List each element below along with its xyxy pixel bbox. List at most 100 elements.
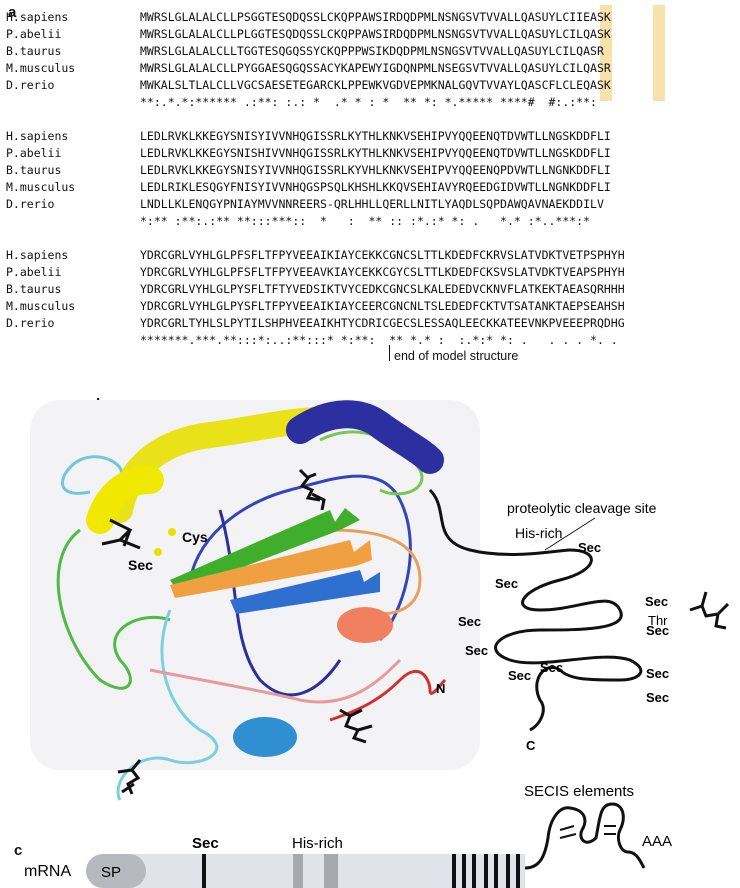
glycan-tail [689,591,730,630]
sp-label: SP [101,864,121,881]
sec-codon-cluster [484,854,488,888]
red-coil-n [329,670,447,722]
consensus-row: *:** :**:.:** **:::***:: * : ** :: :*.:*… [6,212,611,229]
green-strand [170,508,360,592]
consensus: **:.*.*:****** .:**: :.: * .* * : * ** *… [140,94,597,109]
alignment-row: P.abelii LEDLRVKLKKEGYSNISHIVVNHQGISSRLKY… [6,144,611,161]
label-tail-sec: Sec [646,690,669,705]
blue-coil [188,474,412,641]
sequence: MWRSLGLALALCLLPLGGTESQDQSSLCKQPPAWSIRDQD… [140,26,611,41]
active-site-sticks [101,518,141,550]
species-label: B.taurus [6,162,62,177]
sec-codon-cluster [494,854,498,888]
label-c-terminus: C [526,738,536,753]
label-tail-sec: Sec [465,643,488,658]
species-label: D.rerio [6,315,55,330]
species-label: H.sapiens [6,247,69,262]
sequence: MWRSLGLALALCLLPYGGAESQGQSSACYKAPEWYIGDQN… [140,60,611,75]
alignment-row: B.taurus YDRCGRLVYHLGLPYSFLTFTYVEDSIKTVYC… [6,280,625,297]
consensus-row: **:.*.*:****** .:**: :.: * .* * : * ** *… [6,93,611,110]
label-tail-sec: Sec [540,660,563,675]
his-rich-mark [324,854,338,888]
blue-helix [286,400,444,474]
green-coil [56,528,171,690]
species-label: M.musculus [6,60,76,75]
consensus-row: *******.***.**:::*:..:**:::* *:**: ** *.… [6,331,625,348]
sec-atom [154,548,162,556]
polya-label: AAA [642,833,672,850]
pink-coil [149,658,402,704]
label-n-terminus: N [436,681,445,696]
protein-structure-diagram: Cys Sec His-rich proteolytic cleavage si… [30,400,730,801]
species-label: D.rerio [6,77,55,92]
sec-codon-cluster [462,854,466,888]
label-sec: Sec [128,557,153,573]
alignment-row: H.sapiens LEDLRVKLKKEGYSNISYIVVNHQGISSRLK… [6,127,611,144]
alignment-row: H.sapiens YDRCGRLVYHLGLPFSFLTFPYVEEAIKIAY… [6,246,625,263]
label-tail-sec: Sec [495,576,518,591]
his-rich-tail [428,488,643,732]
secis-label: SECIS elements [524,783,634,800]
end-of-model-annotation: end of model structure [394,349,519,363]
secis-hairpin-stems [559,825,616,839]
label-cleavage: proteolytic cleavage site [507,500,657,516]
sequence: LEDLRVKLKKEGYSNISYIVVNHQGISSRLKYTHLKNKVS… [140,128,611,143]
his-rich-mark [293,854,303,888]
label-his-rich: His-rich [515,525,562,541]
sec-codon-cluster [516,854,520,888]
cleavage-pointer [544,517,596,551]
species-label: D.rerio [6,196,55,211]
highlight-column-u [600,5,612,101]
species-label: H.sapiens [6,9,69,24]
label-tail-sec: Sec [646,623,669,638]
mrna-body [120,854,525,888]
species-label: M.musculus [6,179,76,194]
sequence: YDRCGRLVYHLGLPYSFLTFTYVEDSIKTVYCEDKCGNCS… [140,281,625,296]
mrna-label: mRNA [24,863,71,880]
label-cys: Cys [182,529,208,545]
species-label: B.taurus [6,281,62,296]
sequence: LEDLRIKLESQGYFNISYIVVNHQGSPSQLKHSHLKKQVS… [140,179,611,194]
sec-codon-cluster [452,854,456,888]
signal-peptide-box [86,854,146,888]
blue-strand [230,570,380,614]
consensus: *:** :**:.:** **:::***:: * : ** :: :*.:*… [140,213,591,228]
orange-strand [170,540,372,598]
mrna-diagram: mRNA SP Sec His-rich SECIS elements AAA [24,783,672,888]
sequence: MWRSLGLALALCLLTGGTESQGQSSYCKQPPPWSIKDQDP… [140,43,604,58]
label-tail-sec: Sec [458,614,481,629]
glycan-right [339,708,373,744]
sec-codon-cluster [472,854,476,888]
panel-a-letter: a [8,4,17,21]
species-label: H.sapiens [6,128,69,143]
orange-coil [329,528,422,616]
label-tail-sec: Sec [646,666,669,681]
annotation-tick [389,345,390,361]
sequence: LEDLRVKLKKEGYSNISHIVVNHQGISSRLKYTHLKNKVS… [140,145,611,160]
cyan-coil [61,455,124,495]
sequence: YDRCGRLVYHLGLPFSFLTFPYVEEAIKIAYCEKKCGNCS… [140,247,625,262]
label-thr: Thr [648,613,668,628]
sec-label: Sec [192,835,219,852]
sequence: YDRCGRLVYHLGLPYSFLTFPYVEEAIKIAYCEERCGNCN… [140,298,625,313]
species-label: P.abelii [6,145,62,160]
label-tail-sec: Sec [578,540,601,555]
cys-atom [168,528,176,536]
sequence: LEDLRVKLKKEGYSNISYIVVNHQGISSRLKYVHLKNKVS… [140,162,611,177]
alignment-block-3: H.sapiens YDRCGRLVYHLGLPFSFLTFPYVEEAIKIAY… [6,246,625,348]
species-label: P.abelii [6,264,62,279]
alignment-row: B.taurus LEDLRVKLKKEGYSNISYIVVNHQGISSRLKY… [6,161,611,178]
sec-codon-mark [202,854,206,888]
glycan-bottom [117,759,142,795]
sequence: YDRCGRLTYHLSLPYTILSHPHVEEAIKHTYCDRICGECS… [140,315,625,330]
salmon-helix [337,607,393,643]
alignment-row: M.musculus LEDLRIKLESQGYFNISYIVVNHQGSPSQL… [6,178,611,195]
